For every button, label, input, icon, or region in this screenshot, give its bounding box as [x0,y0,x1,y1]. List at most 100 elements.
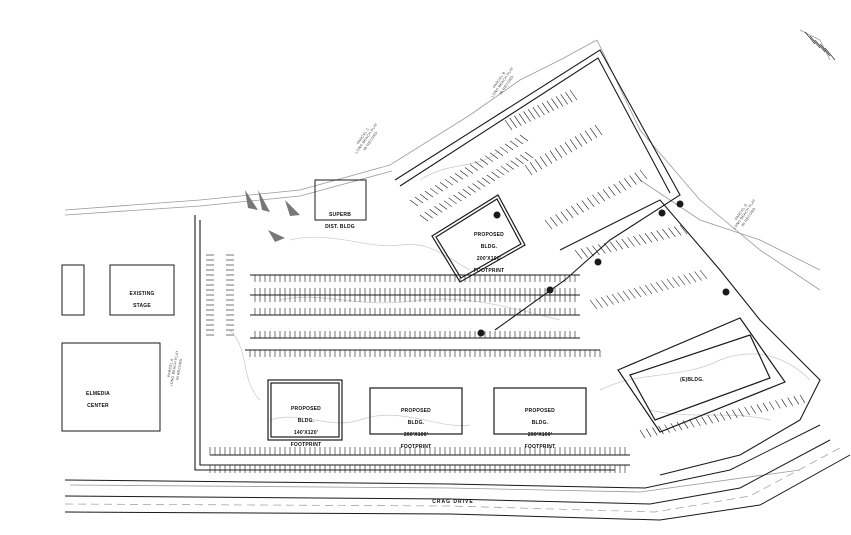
parking-stall-line [429,187,439,195]
parking-stall-line [569,139,578,150]
parking-stall-line [537,104,545,116]
parking-stall-line [491,171,500,179]
parking-stall-line [439,182,449,189]
parking-stall-line [434,184,444,192]
parking-stall-line [565,208,574,219]
parking-stall-line [639,169,648,180]
parking-stall-line [524,164,533,176]
parking-stall-line [750,405,757,414]
stage-label: EXISTING STAGE [129,291,155,309]
parking-stall-line [699,269,708,280]
parking-stall-line [559,144,568,156]
parking-stall-line [617,292,625,302]
parking-stall-line [424,190,434,198]
parking-stall-line [661,280,669,290]
parking-stall-line [584,130,593,141]
parking-stall-line [694,271,702,281]
parking-stall-line [424,211,433,219]
parking-stall-line [666,278,675,289]
proposed-building-center [369,387,463,435]
parking-stall-line [574,136,583,147]
north-proposed-building [431,194,526,283]
parking-stall-line [677,275,686,286]
parking-stall-line [571,205,579,216]
parking-stall-line [606,295,614,305]
parking-bays-north [245,274,600,351]
parking-stall-line [655,281,664,292]
parking-stall-line [679,224,688,235]
parking-stall-line [554,147,563,159]
parking-stall-line [518,113,527,124]
parking-stall-line [574,249,583,260]
parking-stall-line [586,197,595,207]
parking-stall-line [560,94,568,105]
parking-stall-line [602,189,611,199]
parking-stall-line [656,230,664,240]
parking-stall-line [768,401,775,410]
parking-stall-line [499,146,509,154]
parking-stall-line [639,286,647,296]
parking-stall-line [443,200,453,207]
parking-stall-line [589,127,598,139]
parking-stall-line [793,396,800,405]
parking-stall-line [668,227,676,237]
parking-stall-line [725,410,732,420]
parking-stall-line [581,200,590,210]
parking-stall-line [458,191,467,199]
parking-stall-line [580,248,589,258]
parking-stall-line [738,408,744,417]
parking-stall-line [633,235,641,246]
parking-stall-line [509,117,517,129]
proposed-building-right [493,387,587,435]
parking-stall-line [541,102,550,114]
parking-stall-line [732,409,738,418]
parking-stall-line [504,119,513,131]
media-center-block [61,264,161,432]
parking-stall-line [444,179,454,186]
parking-stall-line [479,158,489,165]
parking-stall-line [514,137,524,145]
parking-stall-line [662,228,670,239]
parking-stall-line [469,164,479,171]
parking-stall-line [569,89,578,101]
parking-stall-line [534,159,543,170]
parking-stall-line [652,427,658,436]
parking-stall-line [608,186,616,196]
north-parking-boundary [394,49,681,331]
parking-stall-line [484,155,494,162]
parking-stall-line [600,296,609,307]
parking-stall-line [628,289,636,299]
parking-stall-line [459,170,469,177]
parking-stall-line [514,115,522,126]
parking-stall-line [756,404,763,413]
existing-building-east [617,317,786,433]
parking-stall-line [597,192,606,202]
parking-stall-line [551,98,559,109]
parking-stall-line [609,241,618,251]
parking-stall-line [462,188,472,196]
parking-stall-line [707,415,713,424]
parking-stall-line [449,176,459,183]
parking-stall-line [529,161,538,173]
parking-stall-line [613,183,621,194]
parking-stall-line [615,240,624,250]
parking-stall-line [670,423,677,432]
parking-stall-line [621,238,629,249]
landscape-trees [477,200,730,337]
east-site-boundary [559,199,821,476]
parking-stall-line [589,299,598,310]
parking-stall-line [489,152,499,159]
parking-stall-line [592,194,600,205]
parking-stall-line [555,214,563,224]
parking-stall-line [603,242,612,253]
parking-stall-line [438,203,448,210]
parking-stall-line [500,166,510,173]
parking-stall-line [673,226,682,236]
parking-stall-line [683,274,691,284]
parking-stall-line [672,277,680,287]
parking-stall-line [688,272,697,283]
north-arrows [245,190,300,242]
parking-stall-line [429,209,438,216]
parking-stall-line [592,245,600,256]
parking-stall-line [486,174,495,182]
